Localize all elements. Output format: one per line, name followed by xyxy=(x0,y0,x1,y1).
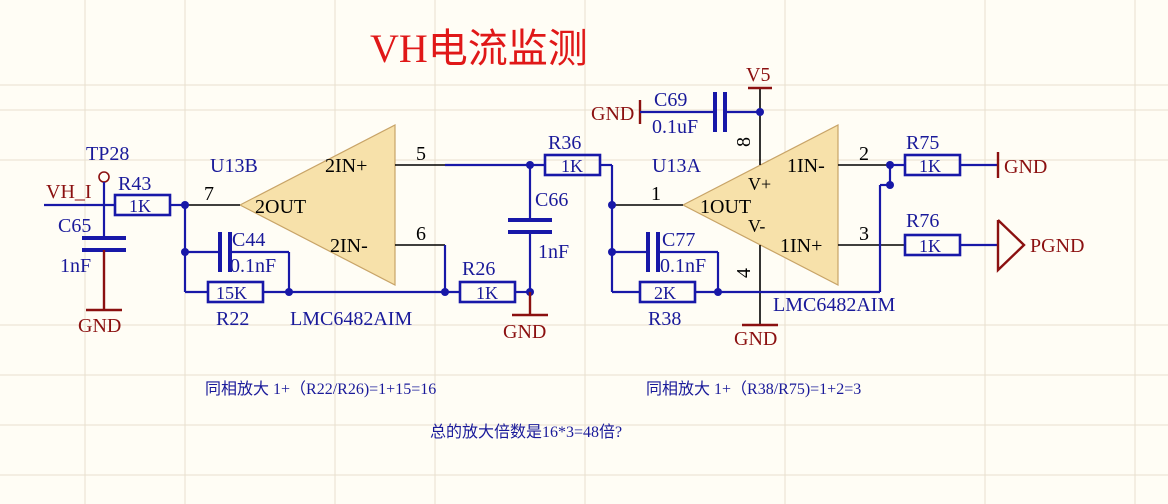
r38-value: 2K xyxy=(654,283,676,303)
u13a-in-minus-label: 1IN- xyxy=(787,155,825,177)
gain-note-stage1: 同相放大 1+（R22/R26)=1+15=16 xyxy=(205,380,436,398)
c77-value: 0.1nF xyxy=(660,255,706,277)
vh-i-net-label: VH_I xyxy=(46,181,92,203)
r75-refdes: R75 xyxy=(906,132,939,154)
u13a-pin8-number: 8 xyxy=(733,137,755,147)
u13a-out-label: 1OUT xyxy=(700,196,751,218)
gnd-label-c65: GND xyxy=(78,315,121,337)
junction-dot-r22-right xyxy=(285,288,293,296)
u13b-pin7-number: 7 xyxy=(204,183,214,205)
u13a-pin3-number: 3 xyxy=(859,223,869,245)
c69-refdes: C69 xyxy=(654,89,687,111)
r38-refdes: R38 xyxy=(648,308,681,330)
c44-refdes: C44 xyxy=(232,229,265,251)
gnd-label-u13a: GND xyxy=(734,328,777,350)
u13a-in-plus-label: 1IN+ xyxy=(780,235,822,257)
r36-refdes: R36 xyxy=(548,132,581,154)
r43-refdes: R43 xyxy=(118,173,151,195)
gnd-label-c69: GND xyxy=(591,103,634,125)
gain-note-stage2: 同相放大 1+（R38/R75)=1+2=3 xyxy=(646,380,861,398)
u13a-pin2-number: 2 xyxy=(859,143,869,165)
u13a-pin1-number: 1 xyxy=(651,183,661,205)
c77-refdes: C77 xyxy=(662,229,695,251)
c66-value: 1nF xyxy=(538,241,569,263)
u13b-pin6-number: 6 xyxy=(416,223,426,245)
r36-value: 1K xyxy=(561,156,583,176)
u13a-vminus-label: V- xyxy=(748,216,765,236)
tp28-testpoint-icon xyxy=(98,171,110,183)
c66-refdes: C66 xyxy=(535,189,568,211)
r75-value: 1K xyxy=(919,156,941,176)
tp28-label: TP28 xyxy=(86,143,129,165)
r26-value: 1K xyxy=(476,283,498,303)
r26-refdes: R26 xyxy=(462,258,495,280)
junction-dot-out2 xyxy=(608,201,616,209)
u13a-part-number: LMC6482AIM xyxy=(773,294,895,316)
c69-value: 0.1uF xyxy=(652,116,698,138)
u13a-refdes: U13A xyxy=(652,155,701,177)
c44-value: 0.1nF xyxy=(230,255,276,277)
u13b-in-plus-label: 2IN+ xyxy=(325,155,367,177)
u13b-refdes: U13B xyxy=(210,155,258,177)
u13a-pin4-number: 4 xyxy=(733,268,755,278)
junction-dot-pin2 xyxy=(886,181,894,189)
total-gain-note: 总的放大倍数是16*3=48倍? xyxy=(430,423,622,441)
v5-label: V5 xyxy=(746,64,770,86)
pgnd-symbol-icon xyxy=(996,219,1026,273)
op-amp-u13b xyxy=(238,124,396,286)
schematic-title: VH电流监测 xyxy=(370,26,588,71)
u13b-out-label: 2OUT xyxy=(255,196,306,218)
u13b-in-minus-label: 2IN- xyxy=(330,235,368,257)
r76-value: 1K xyxy=(919,236,941,256)
gnd-label-r75: GND xyxy=(1004,156,1047,178)
r22-value: 15K xyxy=(216,283,247,303)
pgnd-label: PGND xyxy=(1030,235,1084,257)
r43-value: 1K xyxy=(129,196,151,216)
u13a-vplus-label: V+ xyxy=(748,174,771,194)
c65-value: 1nF xyxy=(60,255,91,277)
u13b-pin5-number: 5 xyxy=(416,143,426,165)
junction-dot-r38-right xyxy=(714,288,722,296)
c65-refdes: C65 xyxy=(58,215,91,237)
u13b-part-number: LMC6482AIM xyxy=(290,308,412,330)
r22-refdes: R22 xyxy=(216,308,249,330)
r76-refdes: R76 xyxy=(906,210,939,232)
gnd-label-r26: GND xyxy=(503,321,546,343)
